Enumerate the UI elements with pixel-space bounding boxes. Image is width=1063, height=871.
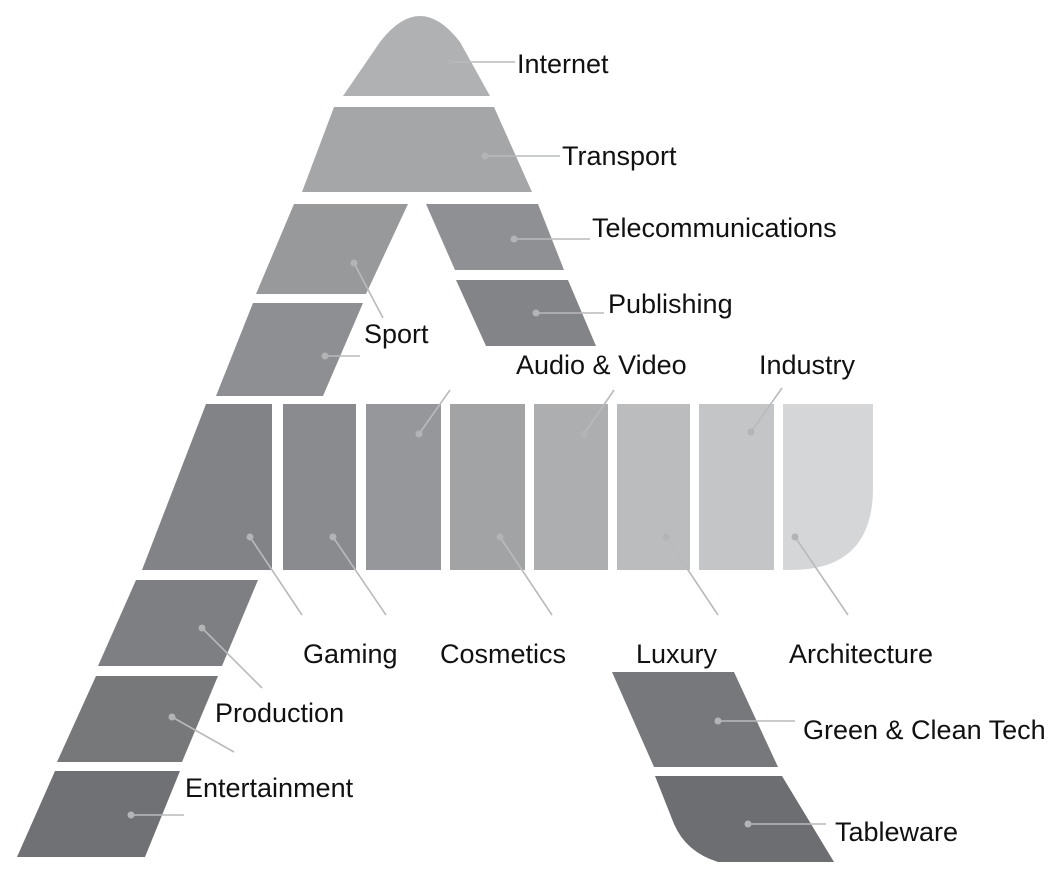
- label-audio-video: Audio & Video: [516, 350, 687, 380]
- label-green-clean-tech: Green & Clean Tech: [803, 715, 1046, 745]
- segment-crossbar-end: [783, 404, 873, 570]
- labels: Internet Transport Telecommunications Pu…: [185, 49, 1046, 847]
- label-entertainment: Entertainment: [185, 773, 354, 803]
- label-transport: Transport: [562, 141, 677, 171]
- label-telecommunications: Telecommunications: [592, 213, 837, 243]
- dot-crossbar-6: [662, 533, 670, 541]
- leader-luxury: [665, 536, 719, 616]
- segment-crossbar-left: [142, 404, 272, 570]
- dot-transport: [481, 152, 489, 160]
- dot-crossbar-4: [496, 533, 504, 541]
- label-sport: Sport: [364, 319, 429, 349]
- label-luxury: Luxury: [636, 639, 718, 669]
- segment-crossbar-5: [534, 404, 608, 570]
- segment-crossbar-6: [617, 404, 690, 570]
- segment-green-clean-tech: [612, 672, 778, 767]
- leader-sport-1: [353, 262, 384, 319]
- segment-crossbar-7: [699, 404, 774, 570]
- dot-entertainment: [127, 811, 135, 819]
- segment-tableware: [655, 776, 834, 862]
- leader-gaming: [332, 536, 387, 616]
- label-production: Production: [215, 698, 344, 728]
- label-cosmetics: Cosmetics: [440, 639, 566, 669]
- segment-left-upper-1: [256, 204, 408, 294]
- dot-crossbar-left: [246, 533, 254, 541]
- leader-crossbar-left-down: [249, 536, 303, 616]
- dot-publishing: [532, 309, 540, 317]
- dot-internet: [446, 58, 454, 66]
- leader-production: [201, 627, 263, 689]
- dot-crossbar-2: [329, 533, 337, 541]
- label-tableware: Tableware: [835, 817, 958, 847]
- segment-publishing: [456, 280, 596, 346]
- leader-industry: [750, 387, 783, 433]
- dot-tableware: [744, 820, 752, 828]
- dot-left-upper-1: [350, 259, 358, 267]
- dot-crossbar-7: [747, 428, 755, 436]
- dot-left-lower-2: [168, 713, 176, 721]
- leader-lines: [131, 61, 849, 825]
- leader-cosmetics: [499, 536, 553, 616]
- segment-entertainment: [17, 771, 180, 857]
- dot-crossbar-5: [580, 430, 588, 438]
- leader-crossbar-3-up: [418, 389, 451, 435]
- segment-crossbar-3: [366, 404, 441, 570]
- label-internet: Internet: [517, 49, 609, 79]
- segment-transport: [302, 107, 532, 192]
- leader-audio-video: [583, 389, 615, 435]
- segment-production: [98, 580, 258, 666]
- label-industry: Industry: [759, 350, 856, 380]
- leader-architecture: [794, 536, 849, 616]
- label-architecture: Architecture: [789, 639, 933, 669]
- dot-crossbar-3: [415, 430, 423, 438]
- segment-crossbar-2: [283, 404, 356, 570]
- dots: [127, 58, 799, 828]
- dot-green-clean-tech: [714, 717, 722, 725]
- segment-internet: [343, 16, 490, 96]
- segments: [17, 16, 873, 862]
- dot-telecommunications: [510, 235, 518, 243]
- segment-left-upper-2: [216, 303, 363, 396]
- dot-production: [198, 624, 206, 632]
- dot-left-upper-2: [321, 352, 329, 360]
- label-publishing: Publishing: [608, 289, 733, 319]
- dot-crossbar-end: [791, 533, 799, 541]
- label-gaming: Gaming: [303, 639, 398, 669]
- segment-left-lower-2: [57, 676, 218, 762]
- segment-crossbar-4: [450, 404, 525, 570]
- leader-left-lower-2: [171, 716, 235, 753]
- segment-telecommunications: [426, 204, 564, 270]
